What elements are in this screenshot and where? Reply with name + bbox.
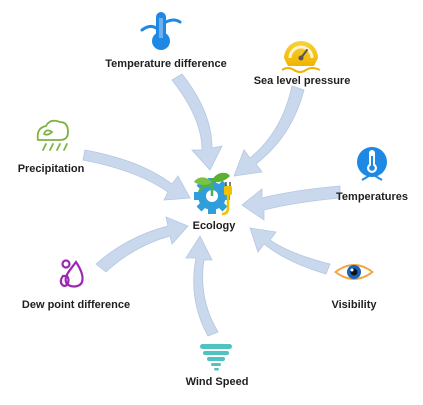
label-wind-speed: Wind Speed	[185, 376, 249, 388]
arrow-from-wind-speed	[185, 235, 219, 337]
arrow-from-sea-level-pressure	[233, 85, 305, 177]
arrows	[82, 73, 341, 337]
arrow-from-temperatures	[241, 185, 341, 221]
plant-gear-plug-icon	[194, 172, 232, 216]
thermometer-badge-icon	[357, 147, 387, 181]
label-visibility: Visibility	[331, 299, 377, 311]
label-temperatures: Temperatures	[336, 191, 408, 203]
label-dew-point-difference: Dew point difference	[21, 299, 131, 311]
gauge-icon	[281, 41, 321, 73]
arrow-from-dew-point-difference	[95, 216, 189, 273]
center-label: Ecology	[192, 220, 236, 232]
label-precipitation: Precipitation	[17, 163, 85, 175]
thermometer-icon	[140, 12, 182, 50]
arrow-from-precipitation	[82, 149, 191, 201]
arrow-from-temperature-difference	[171, 73, 223, 171]
eye-icon	[334, 264, 374, 280]
wind-rain-icon	[36, 119, 69, 151]
label-sea-level-pressure: Sea level pressure	[253, 75, 351, 87]
label-temperature-difference: Temperature difference	[105, 58, 227, 70]
tornado-icon	[200, 344, 232, 371]
droplets-icon	[59, 259, 84, 288]
arrow-from-visibility	[249, 227, 331, 275]
